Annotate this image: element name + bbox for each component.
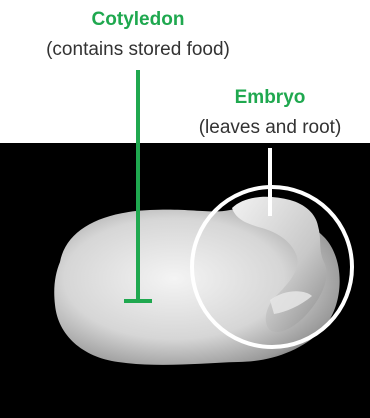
cotyledon-title: Cotyledon — [40, 9, 236, 31]
embryo-title: Embryo — [176, 87, 364, 109]
embryo-description: (leaves and root) — [172, 117, 368, 139]
cotyledon-description: (contains stored food) — [5, 39, 271, 61]
